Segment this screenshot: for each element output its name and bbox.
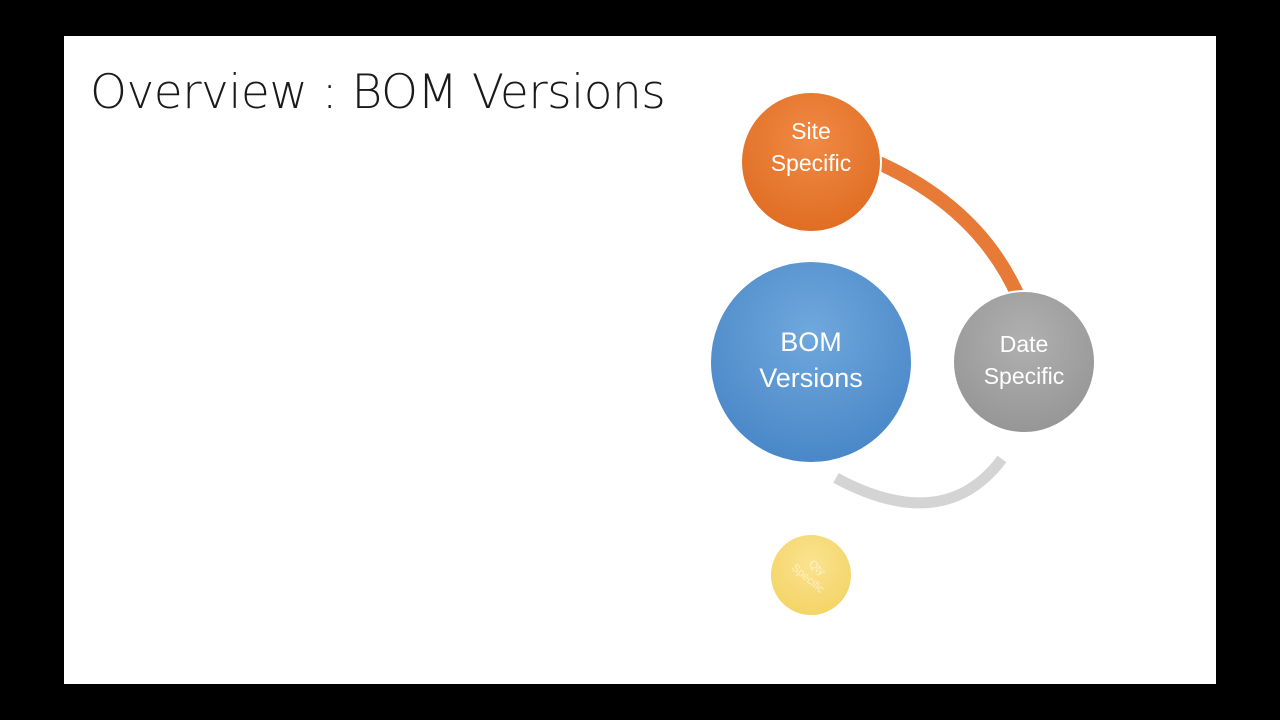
node-date-specific: Date Specific <box>952 290 1096 434</box>
node-center-label-line2: Versions <box>759 363 863 393</box>
connector-arc-date-to-qty <box>833 455 1007 509</box>
node-date-label-line2: Specific <box>984 363 1065 389</box>
node-center-label-line1: BOM <box>780 327 842 357</box>
node-site-label-line2: Specific <box>771 150 852 176</box>
node-bom-versions: BOM Versions <box>709 260 913 464</box>
node-site-specific: Site Specific <box>740 91 882 233</box>
cycle-diagram: Site Specific BOM Versions Date Specific… <box>709 91 1096 617</box>
connector-arc-site-to-date <box>869 153 1026 301</box>
slide: Overview : BOM Versions <box>64 36 1216 684</box>
node-date-label-line1: Date <box>1000 331 1049 357</box>
node-site-label-line1: Site <box>791 118 831 144</box>
slide-title: Overview : BOM Versions <box>90 65 666 120</box>
node-qty-specific: Qty Specific <box>769 533 853 617</box>
